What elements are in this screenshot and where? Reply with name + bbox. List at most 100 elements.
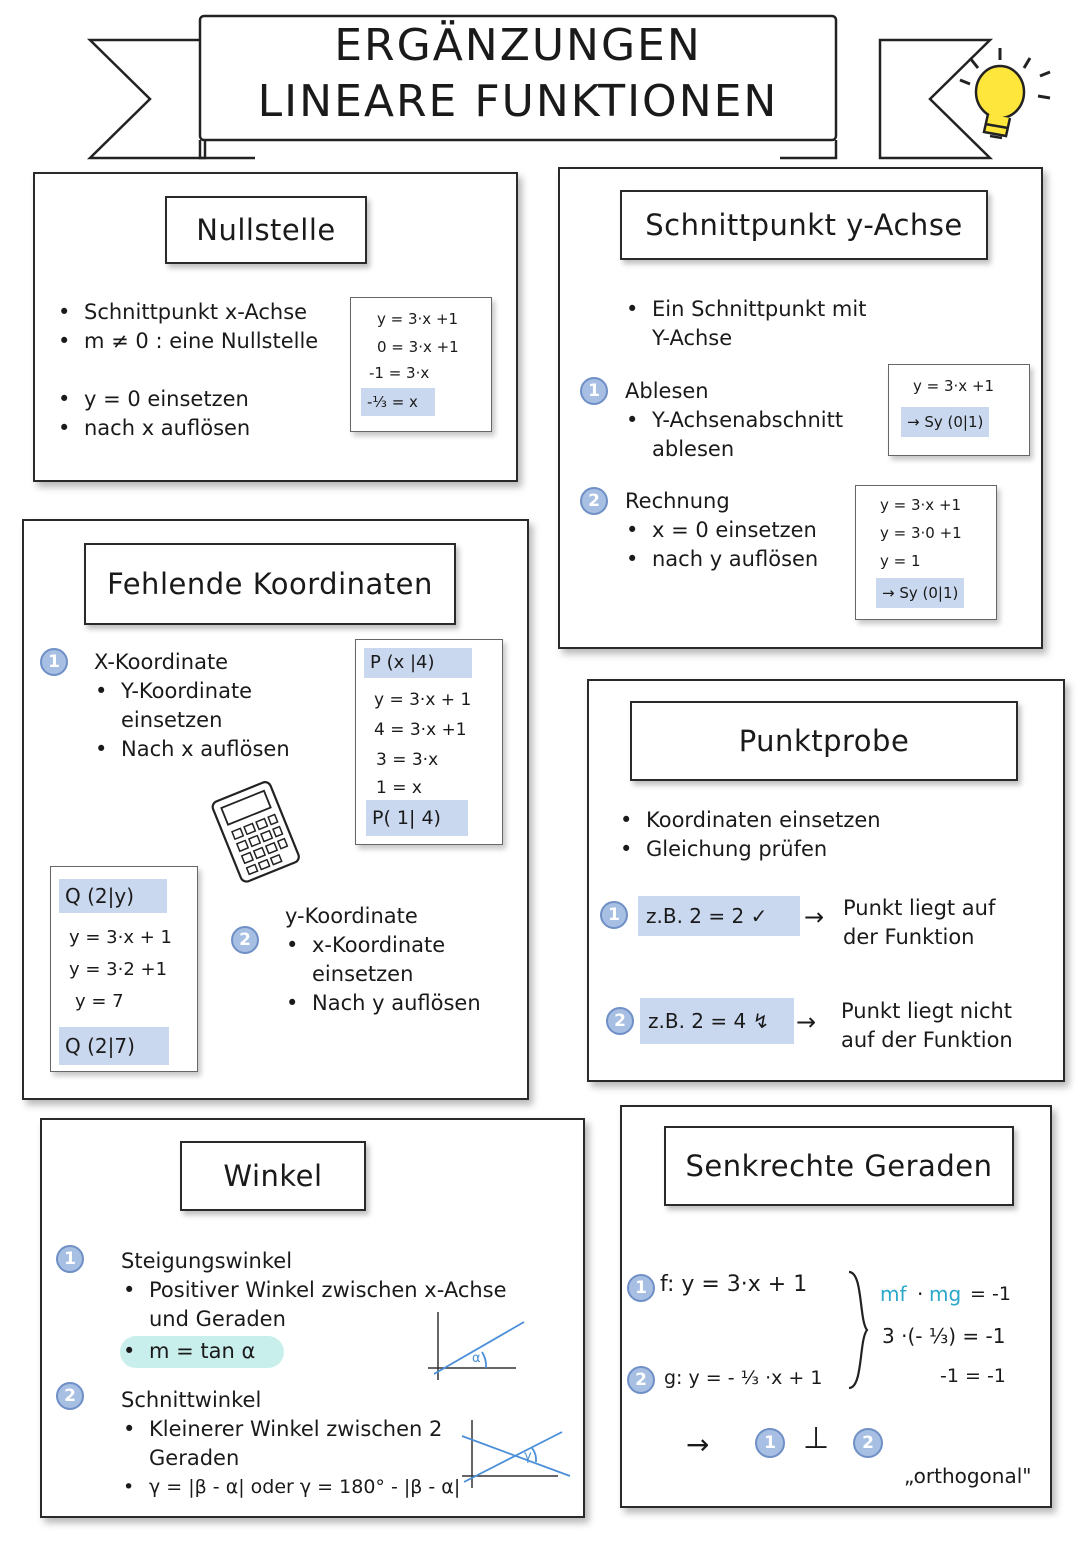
punktprobe-title: Punktprobe [630,701,1018,781]
eq-line: 4 = 3·x +1 [374,720,467,740]
senkrecht-eq-3: -1 = -1 [940,1365,1006,1387]
calculator-icon [211,781,300,883]
yachse-ablesen-bullet-cont: ablesen [652,437,735,461]
punktprobe-result-2b: auf der Funktion [841,1028,1013,1052]
eq-line: y = 3·x +1 [377,310,459,328]
nullstelle-equation-box: y = 3·x +1 0 = 3·x +1 -1 = 3·x -⅓ = x [350,297,492,432]
fehlend-x-bullet-1: Y-Koordinate [95,677,252,706]
yachse-step-2-badge: 2 [580,487,608,515]
fehlend-y-heading: y-Koordinate [285,904,418,928]
winkel-bullet-1: Positiver Winkel zwischen x-Achse [123,1276,507,1305]
senkrecht-dot: · [917,1282,924,1306]
senkrecht-g-badge: 2 [627,1366,655,1394]
senkrecht-mg: mg [929,1282,962,1306]
eq-line: y = 3·x + 1 [69,927,172,948]
winkel-formula: m = tan α [123,1337,255,1366]
winkel-heading-1: Steigungswinkel [121,1249,293,1273]
eq-line: 3 = 3·x [376,750,439,770]
winkel-bullet-2-cont: Geraden [149,1446,240,1470]
eq-result: -⅓ = x [361,388,435,416]
eq-line: 1 = x [376,778,422,798]
arrow-right-icon: → [686,1428,710,1461]
fehlend-y-bullet-1-cont: einsetzen [312,962,414,986]
page-title-line2: LINEARE FUNKTIONEN [257,76,779,127]
steigungswinkel-diagram: α [428,1312,525,1380]
nullstelle-bullet-2: m ≠ 0 : eine Nullstelle [58,327,318,356]
eq-header: P (x |4) [364,648,472,678]
senkrecht-f-badge: 1 [627,1274,655,1302]
yachse-rechnung-bullet-2: nach y auflösen [626,545,818,574]
yachse-rechnung-heading: Rechnung [625,489,730,513]
senkrecht-f-equation: f: y = 3·x + 1 [660,1272,808,1297]
fehlend-y-bullet-2: Nach y auflösen [286,989,481,1018]
nullstelle-bullet-1: Schnittpunkt x-Achse [58,298,307,327]
fehlend-x-bullet-1-cont: einsetzen [121,708,223,732]
winkel-title: Winkel [180,1141,366,1211]
yachse-intro-1: Ein Schnittpunkt mit [626,295,866,324]
winkel-step-2-badge: 2 [56,1382,84,1410]
fehlend-q-equation-box: Q (2|y) y = 3·x + 1 y = 3·2 +1 y = 7 Q (… [50,866,198,1072]
fehlend-title: Fehlende Koordinaten [84,543,456,625]
winkel-heading-2: Schnittwinkel [121,1388,262,1412]
arrow-right-icon: → [796,1008,817,1036]
yachse-ablesen-heading: Ablesen [625,379,709,403]
eq-line: y = 7 [75,991,124,1012]
punktprobe-example-1: z.B. 2 = 2 ✓ [638,896,800,936]
punktprobe-result-1b: der Funktion [843,925,975,949]
yachse-equation-box-2: y = 3·x +1 y = 3·0 +1 y = 1 → Sy (0|1) [855,485,997,620]
eq-header: Q (2|y) [59,879,167,913]
fehlend-step-1-badge: 1 [40,648,68,676]
punktprobe-result-2a: Punkt liegt nicht [841,999,1013,1023]
senkrecht-mf: mf [880,1282,907,1306]
nullstelle-title: Nullstelle [165,196,367,264]
senkrecht-eq-1: = -1 [970,1283,1011,1305]
senkrecht-perp-badge-2: 2 [853,1428,883,1458]
eq-line: y = 1 [880,552,921,570]
arrow-right-icon: → [804,903,825,931]
nullstelle-bullet-3: y = 0 einsetzen [58,385,249,414]
gamma-label: γ [524,1449,532,1464]
yachse-rechnung-bullet-1: x = 0 einsetzen [626,516,817,545]
punktprobe-step-2-badge: 2 [606,1007,634,1035]
lightbulb-icon [959,48,1051,140]
eq-line: -1 = 3·x [369,364,430,382]
senkrecht-perp-badge-1: 1 [755,1428,785,1458]
winkel-bullet-2: Kleinerer Winkel zwischen 2 [123,1415,442,1444]
fehlend-step-2-badge: 2 [231,926,259,954]
yachse-title: Schnittpunkt y-Achse [620,190,988,260]
senkrecht-title: Senkrechte Geraden [664,1126,1014,1206]
yachse-step-1-badge: 1 [580,377,608,405]
winkel-bullet-1-cont: und Geraden [149,1307,286,1331]
senkrecht-orthogonal: „orthogonal" [904,1464,1032,1488]
winkel-bullet-3: γ = |β - α| oder γ = 180° - |β - α| [123,1473,460,1502]
eq-line: 0 = 3·x +1 [377,338,459,356]
perpendicular-icon: ⊥ [803,1421,830,1456]
eq-result: → Sy (0|1) [901,407,990,437]
eq-result: Q (2|7) [59,1027,169,1065]
winkel-step-1-badge: 1 [56,1245,84,1273]
yachse-intro-2: Y-Achse [652,326,733,350]
yachse-equation-box-1: y = 3·x +1 → Sy (0|1) [888,364,1030,456]
eq-result: P( 1| 4) [366,800,468,836]
senkrecht-eq-2: 3 ·(- ⅓) = -1 [882,1324,1006,1348]
punktprobe-bullet-1: Koordinaten einsetzen [620,806,881,835]
punktprobe-bullet-2: Gleichung prüfen [620,835,827,864]
fehlend-x-bullet-2: Nach x auflösen [95,735,290,764]
eq-line: y = 3·x +1 [880,496,962,514]
yachse-ablesen-bullet: Y-Achsenabschnitt [626,406,843,435]
eq-result: → Sy (0|1) [876,578,965,608]
page-title-line1: ERGÄNZUNGEN [334,20,702,71]
eq-line: y = 3·x +1 [913,377,995,395]
eq-line: y = 3·2 +1 [69,959,168,980]
curly-brace-icon [848,1270,869,1390]
punktprobe-example-2: z.B. 2 = 4 ↯ [640,998,794,1044]
alpha-label: α [472,1351,481,1366]
schnittwinkel-diagram: γ [461,1420,571,1488]
punktprobe-result-1a: Punkt liegt auf [843,896,996,920]
fehlend-x-heading: X-Koordinate [94,650,229,674]
eq-line: y = 3·0 +1 [880,524,962,542]
banner-graphic [86,14,994,160]
punktprobe-step-1-badge: 1 [600,901,628,929]
fehlend-y-bullet-1: x-Koordinate [286,931,445,960]
eq-line: y = 3·x + 1 [374,690,472,710]
